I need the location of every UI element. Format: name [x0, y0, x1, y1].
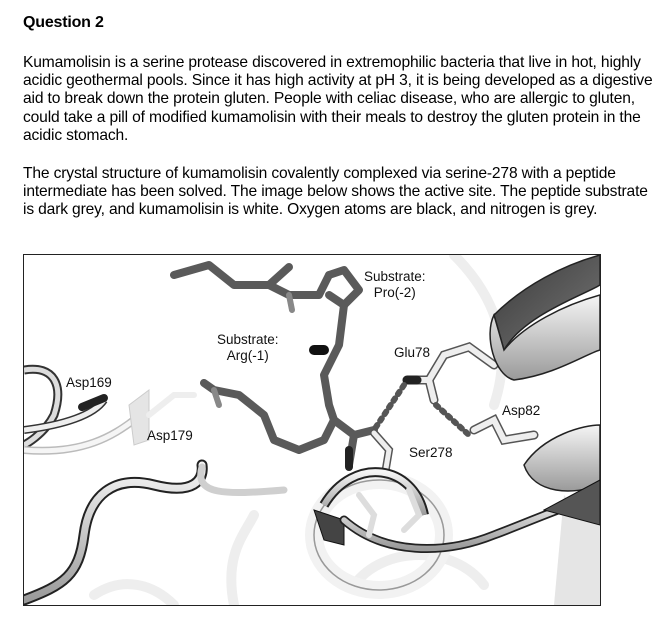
label-line: Arg(-1) [226, 348, 269, 363]
label-asp82: Asp82 [502, 403, 541, 418]
label-ser278: Ser278 [409, 445, 453, 460]
active-site-figure: Substrate: Pro(-2) Substrate: Arg(-1) Gl… [23, 254, 601, 606]
label-line: Pro(-2) [373, 285, 416, 300]
label-substrate-arg: Substrate: Arg(-1) [217, 332, 279, 364]
label-line: Substrate: [364, 269, 426, 284]
label-asp179: Asp179 [147, 428, 193, 443]
label-substrate-pro: Substrate: Pro(-2) [364, 269, 426, 301]
question-title: Question 2 [23, 14, 104, 31]
label-asp169: Asp169 [66, 375, 112, 390]
label-glu78: Glu78 [394, 345, 431, 360]
protein-structure-illustration [24, 255, 600, 605]
intro-paragraph: Kumamolisin is a serine protease discove… [23, 54, 653, 144]
structure-paragraph: The crystal structure of kumamolisin cov… [23, 165, 648, 219]
label-line: Substrate: [217, 332, 279, 347]
